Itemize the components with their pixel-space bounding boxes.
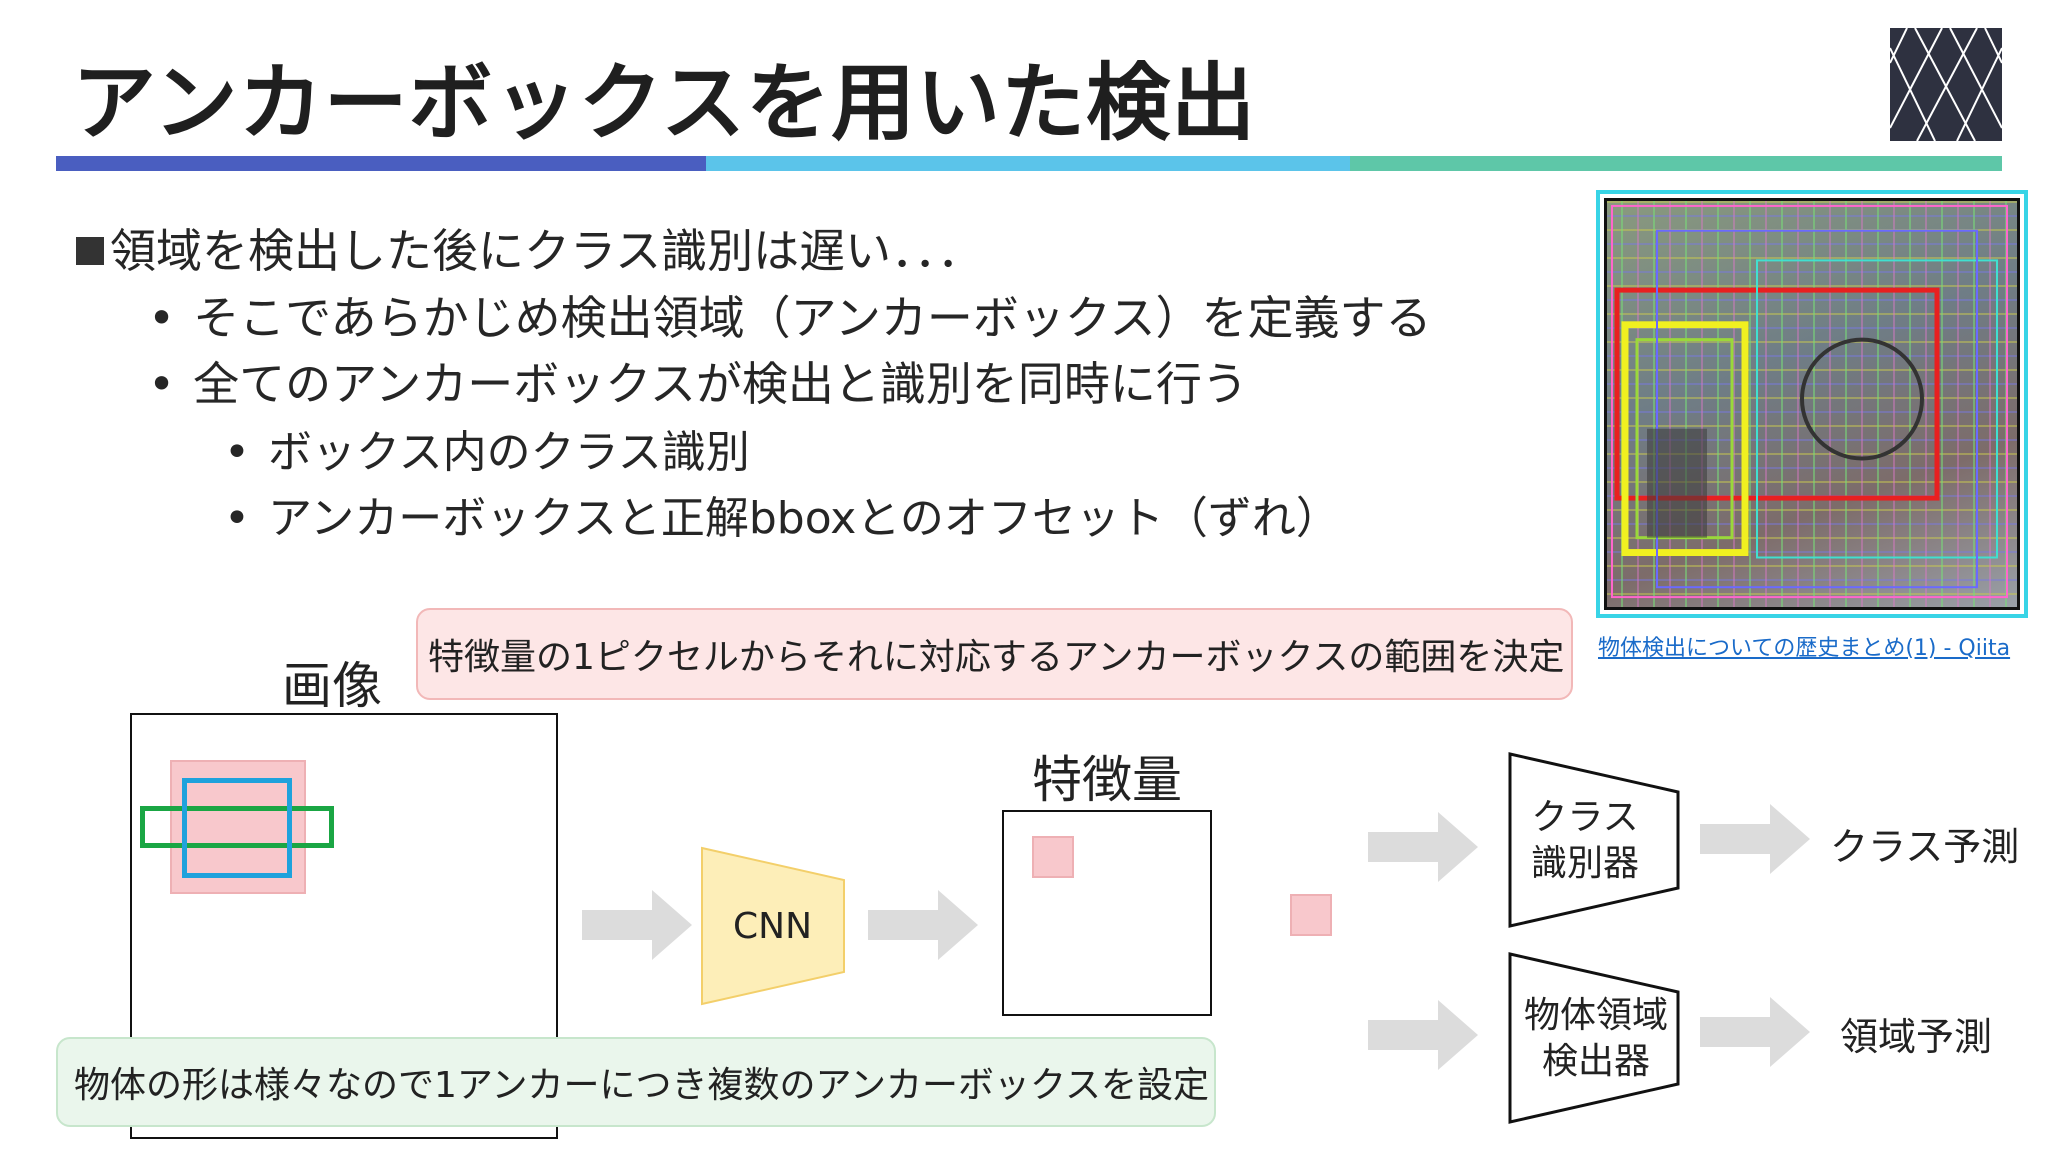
class-classifier-line2: 識別器 [1530,843,1639,884]
bullet-level2-text: アンカーボックスと正解bboxとのオフセット（ずれ） [267,493,1340,544]
arrow-right-icon [1368,1000,1478,1070]
bullet-dot: • [224,493,250,544]
region-detector-label: 物体領域 検出器 [1510,993,1682,1085]
class-classifier-line1: クラス [1531,797,1639,838]
image-label: 画像 [282,657,382,715]
multiple-anchors-note-text: 物体の形は様々なので1アンカーにつき複数のアンカーボックスを設定 [74,1065,1209,1106]
bullet-level1: • 全てのアンカーボックスが検出と識別を同時に行う [148,348,1248,414]
region-detector-line2: 検出器 [1541,1041,1650,1082]
arrow-right-icon [1700,804,1810,874]
slide-title: アンカーボックスを用いた検出 [72,54,1257,152]
anchor-box-wide [140,806,334,848]
region-detector-trapezoid [1508,952,1680,1124]
feature-pixel-extracted [1290,894,1332,936]
accent-bar-teal [1350,156,2002,171]
region-detector-line1: 物体領域 [1523,995,1668,1036]
arrow-right-icon [868,890,978,960]
bullet-level2: • アンカーボックスと正解bboxとのオフセット（ずれ） [224,482,1340,546]
example-image-content [1604,198,2020,610]
square-bullet-icon [76,237,104,265]
lattice-logo-icon [1890,28,2002,141]
cnn-label: CNN [733,906,812,947]
feature-pixel [1032,836,1074,878]
class-classifier-trapezoid [1508,752,1680,928]
anchor-boxes-example-image [1596,190,2028,618]
multiple-anchors-note: 物体の形は様々なので1アンカーにつき複数のアンカーボックスを設定 [56,1037,1216,1127]
feature-map-frame [1002,810,1212,1016]
class-classifier-label: クラス 識別器 [1510,795,1660,887]
reference-link[interactable]: 物体検出についての歴史まとめ(1) - Qiita [1598,636,2011,661]
feature-pixel-note-text: 特徴量の1ピクセルからそれに対応するアンカーボックスの範囲を決定 [428,637,1565,678]
logo-icon [1890,28,2002,141]
arrow-right-icon [1368,812,1478,882]
class-prediction-label: クラス予測 [1830,825,2020,869]
bullet-level2-text: ボックス内のクラス識別 [267,427,750,478]
bullet-level1-text: そこであらかじめ検出領域（アンカーボックス）を定義する [193,291,1432,345]
bullet-level0: 領域を検出した後にクラス識別は遅い．．． [76,215,983,281]
arrow-right-icon [582,890,692,960]
accent-bar-cyan [706,156,1350,171]
arrow-right-icon [1700,997,1810,1067]
anchor-overlay [1611,204,2008,599]
input-image-frame [130,713,558,1139]
bullet-level2: • ボックス内のクラス識別 [224,416,750,480]
accent-bar-blue [56,156,706,171]
region-prediction-label: 領域予測 [1840,1015,1993,1059]
feature-pixel-note: 特徴量の1ピクセルからそれに対応するアンカーボックスの範囲を決定 [416,608,1573,700]
bullet-level1-text: 全てのアンカーボックスが検出と識別を同時に行う [193,357,1248,411]
bullet-dot: • [224,427,250,478]
feature-label: 特徴量 [1032,751,1182,809]
anchor-box-square [182,778,292,878]
cnn-trapezoid [701,846,845,1006]
bullet-dot: • [148,291,176,345]
bullet-level0-text: 領域を検出した後にクラス識別は遅い．．． [110,224,984,278]
bullet-level1: • そこであらかじめ検出領域（アンカーボックス）を定義する [148,282,1431,348]
bullet-dot: • [148,357,176,411]
